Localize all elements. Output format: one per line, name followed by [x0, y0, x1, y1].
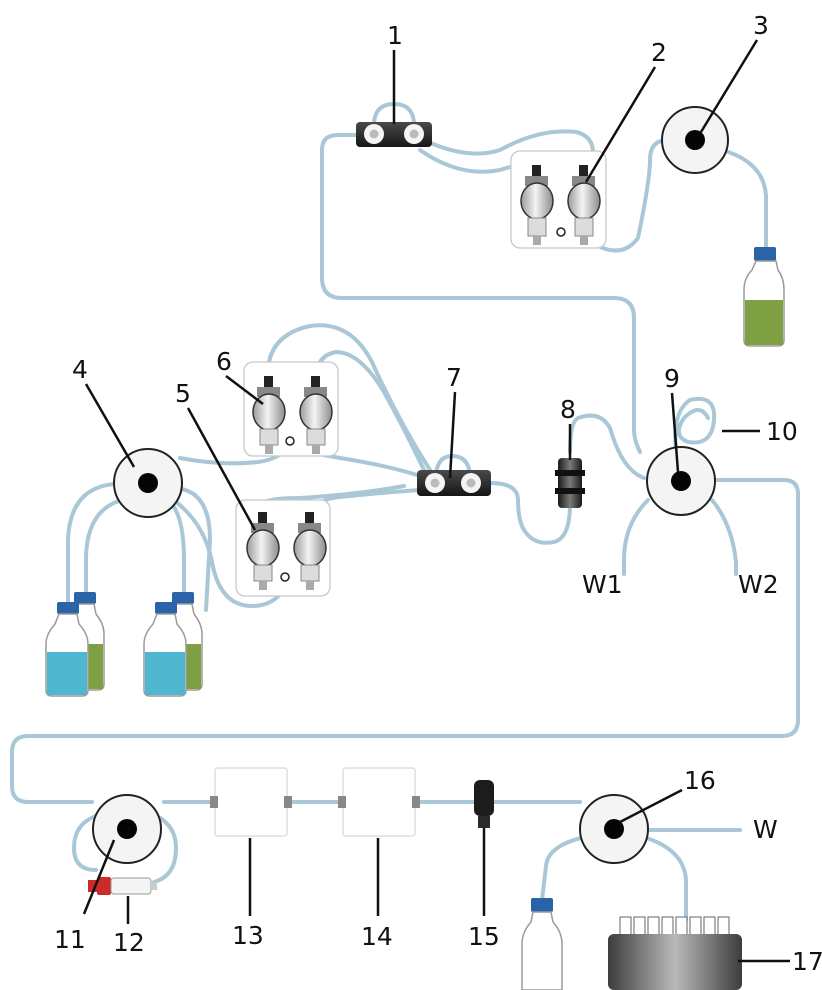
label-7: 7 — [446, 363, 462, 392]
valve-9 — [646, 446, 716, 516]
label-W1: W1 — [582, 570, 623, 599]
valve-16 — [579, 794, 649, 864]
label-W: W — [753, 815, 778, 844]
mixer-1 — [356, 122, 432, 147]
label-3: 3 — [753, 11, 769, 40]
sample-injector-12 — [88, 877, 157, 895]
pump-5 — [235, 499, 331, 597]
label-14: 14 — [361, 922, 393, 951]
label-16: 16 — [684, 766, 716, 795]
mixer-7 — [417, 470, 491, 496]
monitor-13 — [210, 767, 292, 837]
label-17: 17 — [792, 947, 822, 976]
label-W2: W2 — [738, 570, 779, 599]
valve-3 — [661, 106, 729, 174]
pump-head-2a — [520, 165, 554, 245]
bottle-pair-left — [45, 592, 105, 697]
label-4: 4 — [72, 355, 88, 384]
label-5: 5 — [175, 379, 191, 408]
label-8: 8 — [560, 395, 576, 424]
bottle-pair-right — [143, 592, 203, 697]
label-12: 12 — [113, 928, 145, 957]
component-labels: 1 2 3 4 5 6 7 8 9 10 11 12 13 14 15 16 1… — [54, 11, 822, 976]
fraction-collector-17 — [608, 916, 742, 990]
valve-4 — [113, 448, 183, 518]
valve-11 — [92, 794, 162, 864]
label-15: 15 — [468, 922, 500, 951]
pump-head-2b — [567, 165, 601, 245]
collector-tubes — [619, 916, 730, 936]
leader-lines — [82, 39, 790, 963]
inline-filter-8 — [555, 458, 585, 508]
label-9: 9 — [664, 364, 680, 393]
collection-bottle — [521, 898, 563, 990]
tubing — [10, 102, 800, 922]
label-6: 6 — [216, 347, 232, 376]
label-2: 2 — [651, 38, 667, 67]
bottle-green — [743, 247, 785, 347]
label-1: 1 — [387, 21, 403, 50]
label-11: 11 — [54, 925, 86, 954]
monitor-14 — [338, 767, 420, 837]
label-13: 13 — [232, 921, 264, 950]
label-10: 10 — [766, 417, 798, 446]
pump-2 — [510, 150, 607, 249]
pump-6 — [243, 361, 339, 457]
pressure-control-15 — [474, 780, 494, 828]
